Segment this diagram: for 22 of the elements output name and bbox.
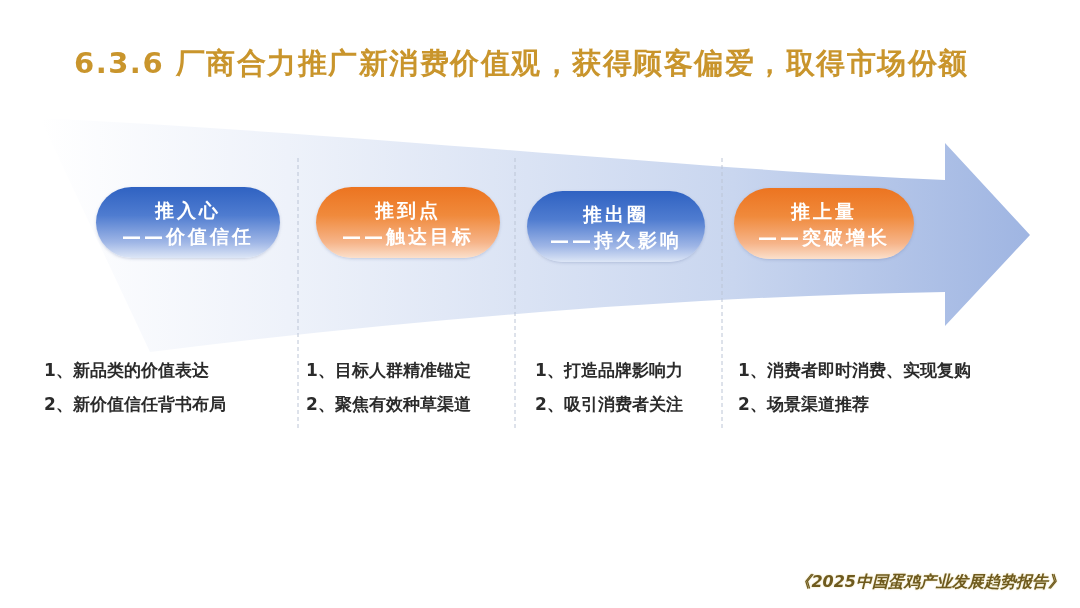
list-item: 1、新品类的价值表达 xyxy=(44,359,209,381)
pill-subtitle: ——突破增长 xyxy=(758,224,890,250)
pill-heading: 推到点 xyxy=(375,197,441,223)
pill-subtitle: ——触达目标 xyxy=(342,223,474,249)
stage-pill xyxy=(734,188,914,259)
pill-heading: 推入心 xyxy=(155,197,221,223)
list-item: 1、打造品牌影响力 xyxy=(535,359,683,381)
list-item: 1、目标人群精准锚定 xyxy=(306,359,471,381)
list-item: 2、聚焦有效种草渠道 xyxy=(306,393,471,415)
list-item: 2、场景渠道推荐 xyxy=(738,393,869,415)
pill-subtitle: ——价值信任 xyxy=(122,223,254,249)
list-item: 2、吸引消费者关注 xyxy=(535,393,683,415)
title: 6.3.6 厂商合力推广新消费价值观，获得顾客偏爱，取得市场份额 xyxy=(74,45,969,82)
pill-heading: 推上量 xyxy=(791,198,857,224)
stage-pill xyxy=(96,187,280,258)
pill-subtitle: ——持久影响 xyxy=(550,227,682,253)
list-item: 2、新价值信任背书布局 xyxy=(44,393,226,415)
stage-pill xyxy=(316,187,500,258)
stage-pill xyxy=(527,191,705,262)
caption: 《2025中国蛋鸡产业发展趋势报告》 xyxy=(795,572,1064,593)
list-item: 1、消费者即时消费、实现复购 xyxy=(738,359,971,381)
pill-heading: 推出圈 xyxy=(583,201,649,227)
